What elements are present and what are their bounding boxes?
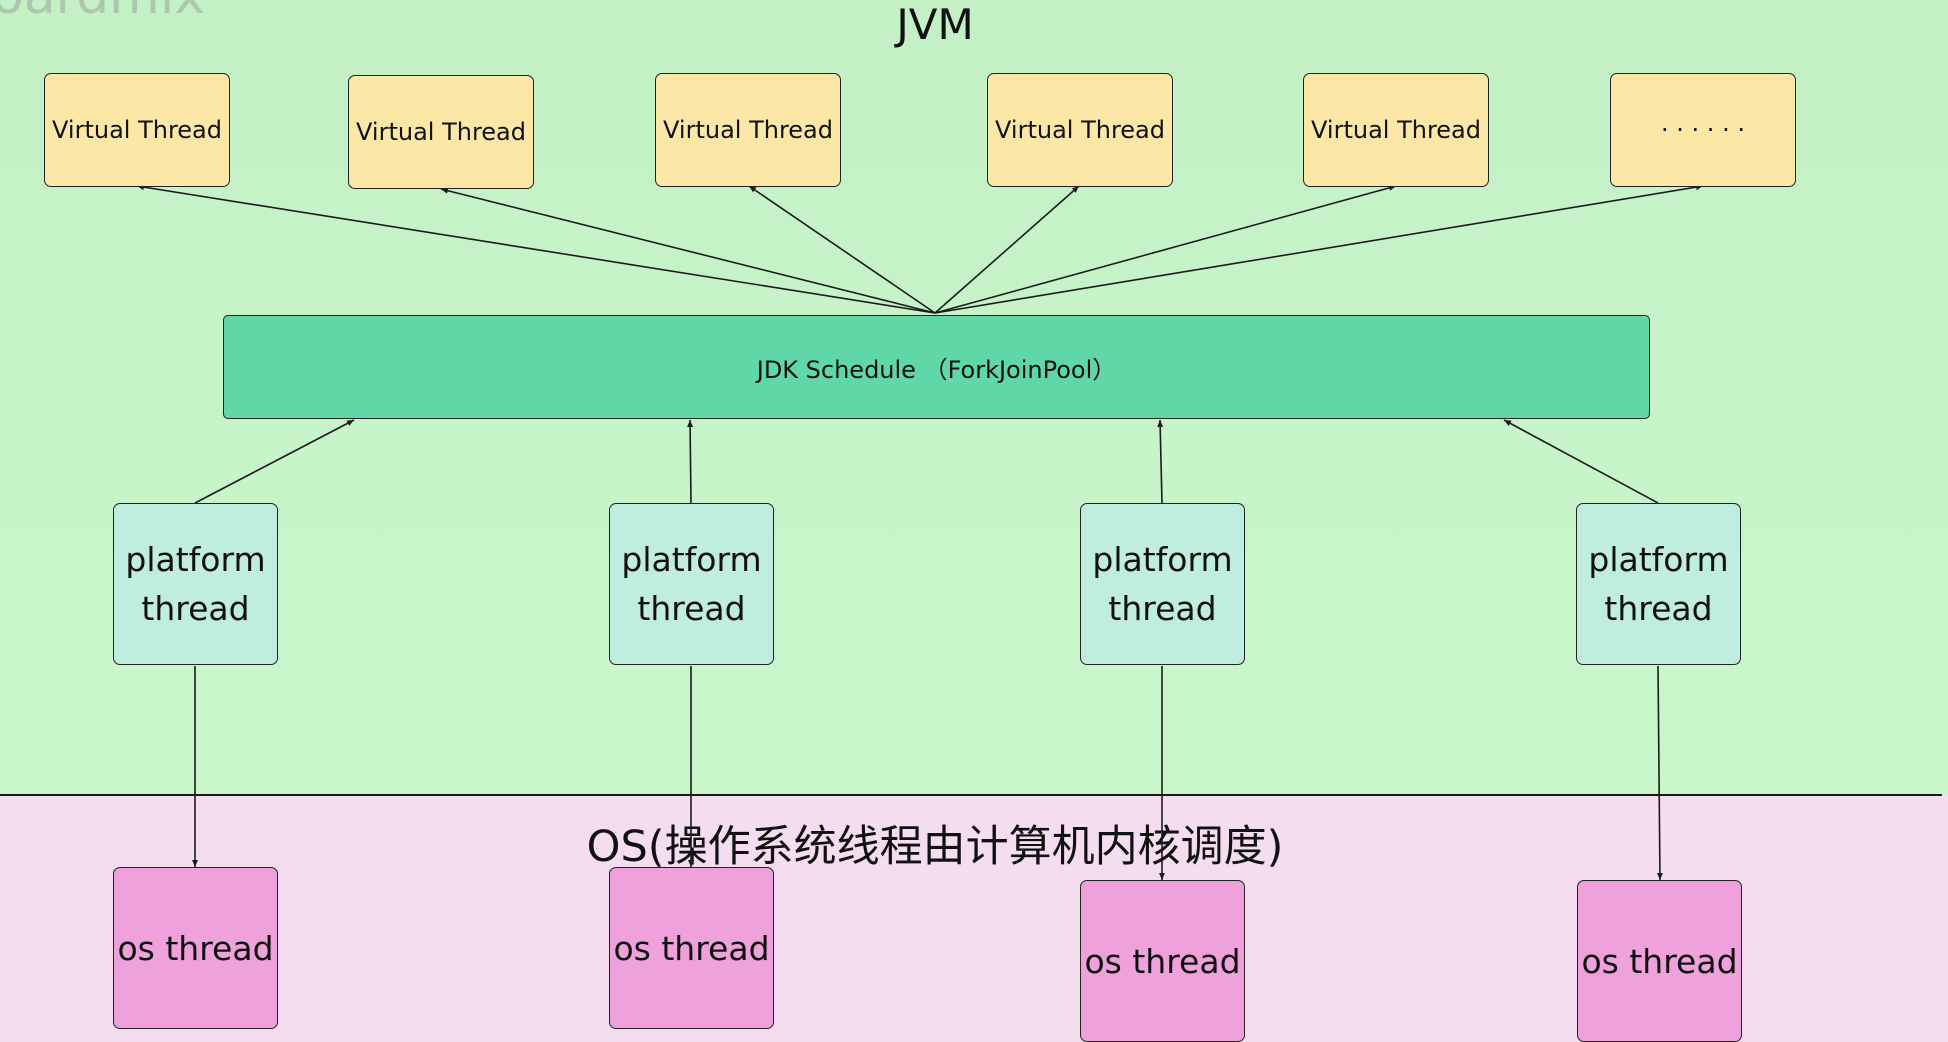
- jvm-title: JVM: [896, 0, 974, 49]
- virtual-thread-3: Virtual Thread: [655, 73, 841, 187]
- virtual-thread-5: Virtual Thread: [1303, 73, 1489, 187]
- jdk-scheduler: JDK Schedule （ForkJoinPool）: [223, 315, 1650, 419]
- region-divider: [0, 794, 1942, 796]
- virtual-thread-2: Virtual Thread: [348, 75, 534, 189]
- virtual-thread-more: · · · · · ·: [1610, 73, 1796, 187]
- watermark: oardmix: [0, 0, 205, 26]
- platform-thread-2: platform thread: [609, 503, 774, 665]
- arrow-scheduler-to-vt-2: [440, 187, 936, 314]
- os-title: OS(操作系统线程由计算机内核调度): [586, 822, 1284, 872]
- platform-thread-1: platform thread: [113, 503, 278, 665]
- virtual-thread-4: Virtual Thread: [987, 73, 1173, 187]
- arrow-scheduler-to-vt-1: [136, 184, 936, 314]
- platform-thread-4: platform thread: [1576, 503, 1741, 665]
- os-thread-2: os thread: [609, 867, 774, 1029]
- arrow-pt-1-to-scheduler: [194, 419, 355, 504]
- arrow-pt-3-to-scheduler: [1157, 419, 1164, 504]
- arrow-scheduler-to-vt-3: [748, 185, 936, 314]
- platform-thread-3: platform thread: [1080, 503, 1245, 665]
- arrow-scheduler-to-vt-4: [934, 185, 1080, 314]
- os-thread-3: os thread: [1080, 880, 1245, 1042]
- arrow-scheduler-to-vt-5: [934, 184, 1397, 314]
- arrow-pt-4-to-scheduler: [1503, 419, 1659, 504]
- arrow-pt-4-to-os-4: [1656, 665, 1663, 881]
- virtual-thread-1: Virtual Thread: [44, 73, 230, 187]
- os-thread-4: os thread: [1577, 880, 1742, 1042]
- os-thread-1: os thread: [113, 867, 278, 1029]
- arrow-scheduler-to-vt-6: [934, 184, 1704, 314]
- arrow-pt-2-to-scheduler: [687, 419, 694, 504]
